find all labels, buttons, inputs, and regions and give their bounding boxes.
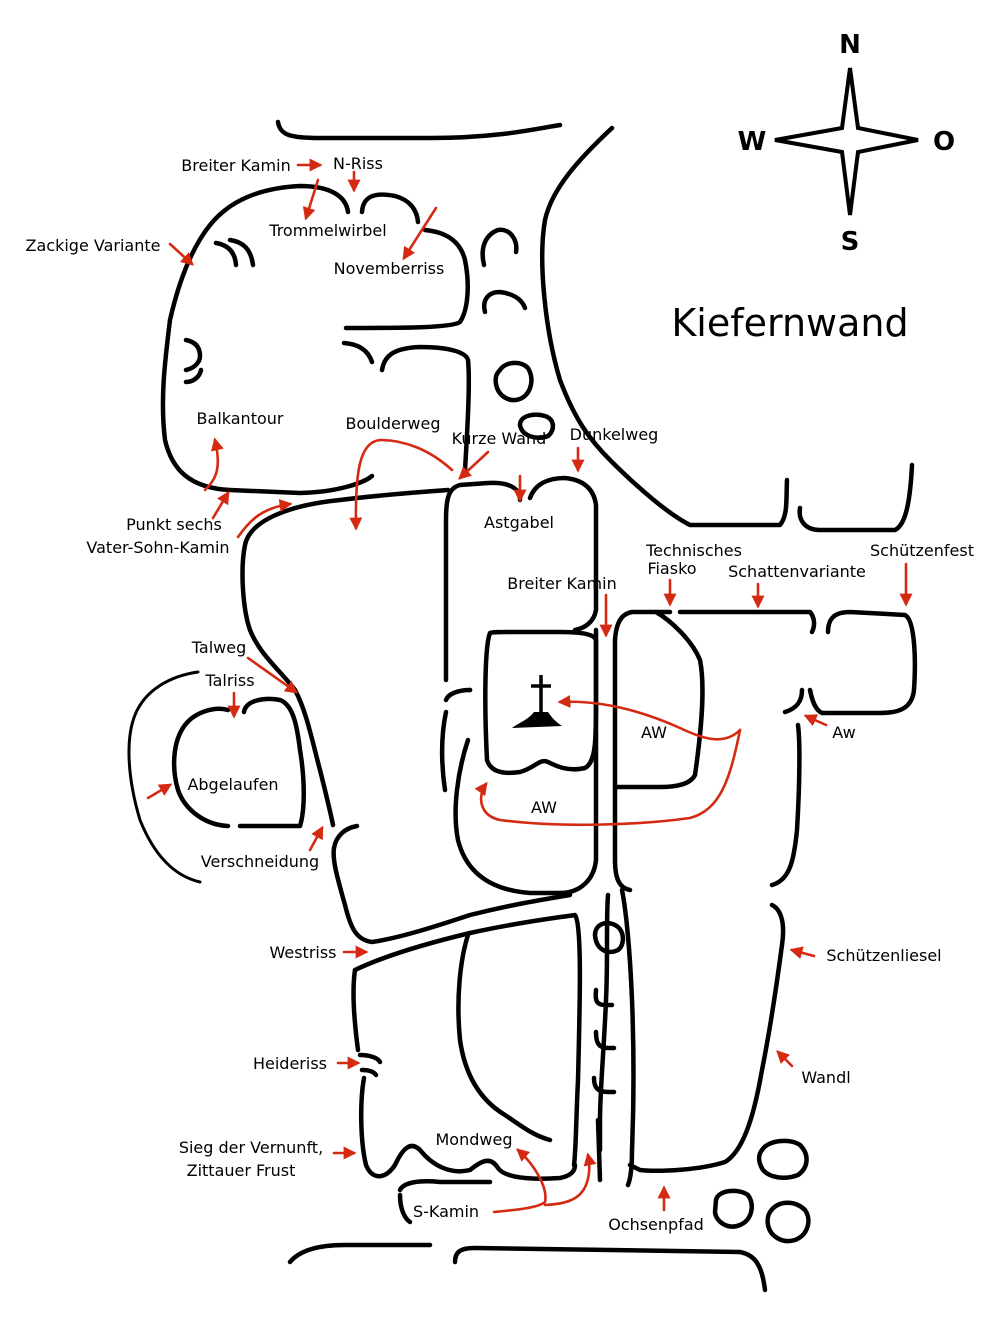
summit-cross-icon: [512, 675, 562, 728]
label-aw-east: Aw: [832, 723, 855, 742]
route-arrows: [146, 158, 913, 1214]
label-westriss: Westriss: [269, 943, 336, 962]
compass-west: W: [738, 127, 767, 157]
label-balkantour: Balkantour: [197, 409, 284, 428]
rock-outlines: [127, 119, 918, 1293]
label-talriss: Talriss: [204, 671, 254, 690]
label-schuetzenliesel: Schützenliesel: [826, 946, 941, 965]
compass-rose-icon: [774, 67, 919, 216]
label-breiter-kamin-center: Breiter Kamin: [507, 574, 616, 593]
label-zackige-variante: Zackige Variante: [26, 236, 161, 255]
label-heideriss: Heideriss: [253, 1054, 327, 1073]
label-dunkelweg: Dunkelweg: [570, 425, 659, 444]
label-verschneidung: Verschneidung: [201, 852, 319, 871]
map-title: Kiefernwand: [671, 301, 908, 345]
label-schattenvariante: Schattenvariante: [728, 562, 866, 581]
compass-north: N: [839, 30, 861, 60]
label-abgelaufen: Abgelaufen: [187, 775, 278, 794]
compass-south: S: [841, 227, 860, 257]
label-aw-lower: AW: [531, 798, 557, 817]
label-punkt-sechs: Punkt sechs: [126, 515, 222, 534]
label-technisches: Technisches: [645, 541, 742, 560]
label-ochsenpfad: Ochsenpfad: [608, 1215, 704, 1234]
label-talweg: Talweg: [191, 638, 246, 657]
label-astgabel: Astgabel: [484, 513, 554, 532]
label-sieg-der-vernunft: Sieg der Vernunft,: [179, 1138, 323, 1157]
label-schuetzenfest: Schützenfest: [870, 541, 974, 560]
compass-east: O: [933, 127, 955, 157]
label-vater-sohn-kamin: Vater-Sohn-Kamin: [86, 538, 229, 557]
label-fiasko: Fiasko: [647, 559, 696, 578]
label-zittauer-frust: Zittauer Frust: [187, 1161, 296, 1180]
route-labels: Breiter Kamin N-Riss Trommelwirbel Novem…: [26, 154, 974, 1234]
label-aw-summit: AW: [641, 723, 667, 742]
label-breiter-kamin-north: Breiter Kamin: [181, 156, 290, 175]
label-kurze-wand: Kurze Wand: [452, 429, 547, 448]
label-boulderweg: Boulderweg: [345, 414, 440, 433]
label-trommelwirbel: Trommelwirbel: [268, 221, 386, 240]
label-n-riss: N-Riss: [333, 154, 383, 173]
label-mondweg: Mondweg: [436, 1130, 513, 1149]
label-s-kamin: S-Kamin: [413, 1202, 479, 1221]
label-novemberriss: Novemberriss: [334, 259, 445, 278]
label-wandl: Wandl: [801, 1068, 850, 1087]
